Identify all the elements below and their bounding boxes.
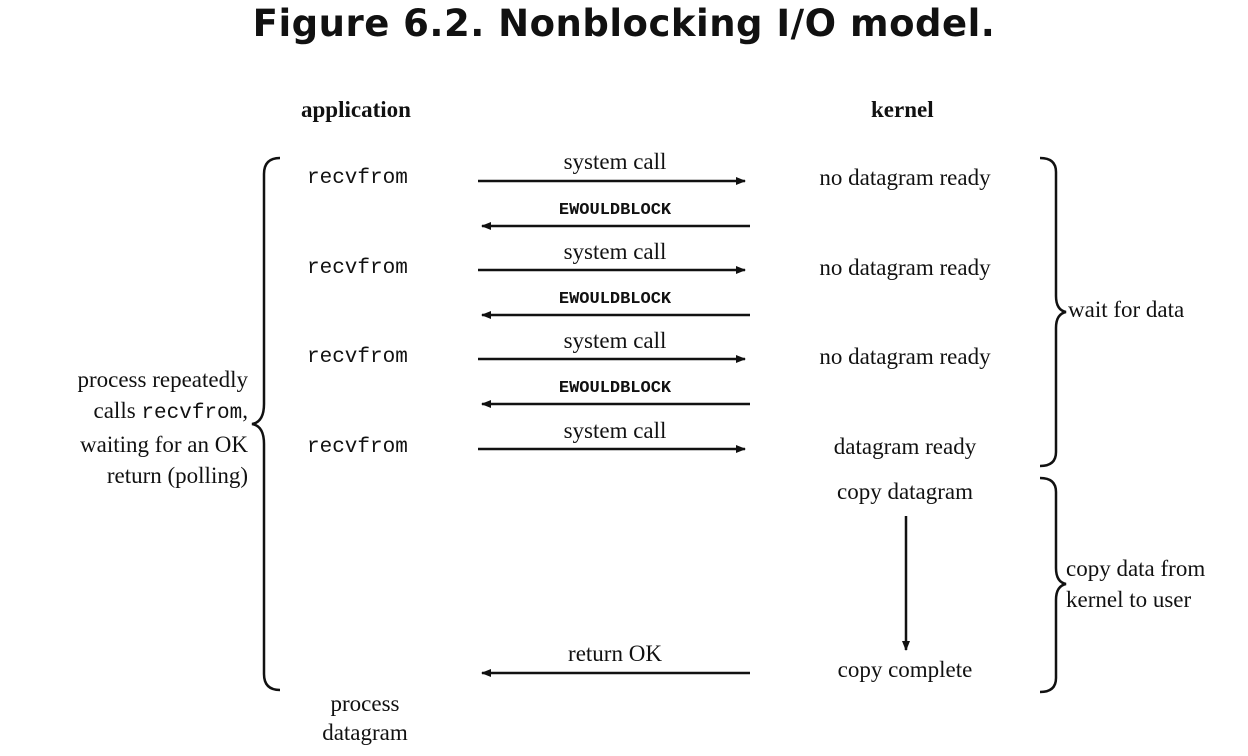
left-brace <box>251 156 281 692</box>
kernel-state-label: no datagram ready <box>819 165 991 190</box>
polling-note: process repeatedly calls recvfrom, waiti… <box>10 364 248 491</box>
process-datagram-line2: datagram <box>322 720 408 745</box>
wait-for-data-label: wait for data <box>1068 297 1185 322</box>
ewouldblock-label: EWOULDBLOCK <box>558 290 672 309</box>
copy-data-line1: copy data from <box>1066 556 1206 581</box>
copy-complete-label: copy complete <box>837 657 973 682</box>
polling-note-line4: return (polling) <box>106 463 248 488</box>
process-datagram-line1: process <box>330 691 400 716</box>
ewouldblock-label: EWOULDBLOCK <box>558 201 672 220</box>
app-call-label: recvfrom <box>307 346 408 369</box>
application-header: application <box>301 97 411 122</box>
figure-title: Figure 6.2. Nonblocking I/O model. <box>252 2 996 45</box>
copy-data-label: copy data from kernel to user <box>1066 553 1205 615</box>
polling-note-prefix: calls <box>93 398 142 423</box>
app-call-label: recvfrom <box>307 167 408 190</box>
process-datagram-label: process datagram <box>290 689 440 747</box>
polling-note-line2: calls recvfrom, <box>10 395 248 429</box>
polling-note-line3: waiting for an OK <box>80 432 248 457</box>
system-call-label: system call <box>563 418 667 443</box>
system-call-label: system call <box>563 328 667 353</box>
kernel-header: kernel <box>871 97 934 122</box>
system-call-label: system call <box>563 149 667 174</box>
copy-brace <box>1039 476 1067 694</box>
kernel-state-label: no datagram ready <box>819 255 991 280</box>
kernel-state-label: datagram ready <box>833 434 977 459</box>
ewouldblock-label: EWOULDBLOCK <box>558 379 672 398</box>
polling-note-line1: process repeatedly <box>77 367 248 392</box>
wait-brace <box>1039 156 1067 468</box>
polling-note-suffix: , <box>242 398 248 423</box>
copy-datagram-label: copy datagram <box>836 479 974 504</box>
kernel-state-label: no datagram ready <box>819 344 991 369</box>
copy-data-line2: kernel to user <box>1066 587 1192 612</box>
return-ok-label: return OK <box>568 641 662 666</box>
app-call-label: recvfrom <box>307 436 408 459</box>
polling-note-code: recvfrom <box>141 402 243 425</box>
system-call-label: system call <box>563 239 667 264</box>
app-call-label: recvfrom <box>307 257 408 280</box>
